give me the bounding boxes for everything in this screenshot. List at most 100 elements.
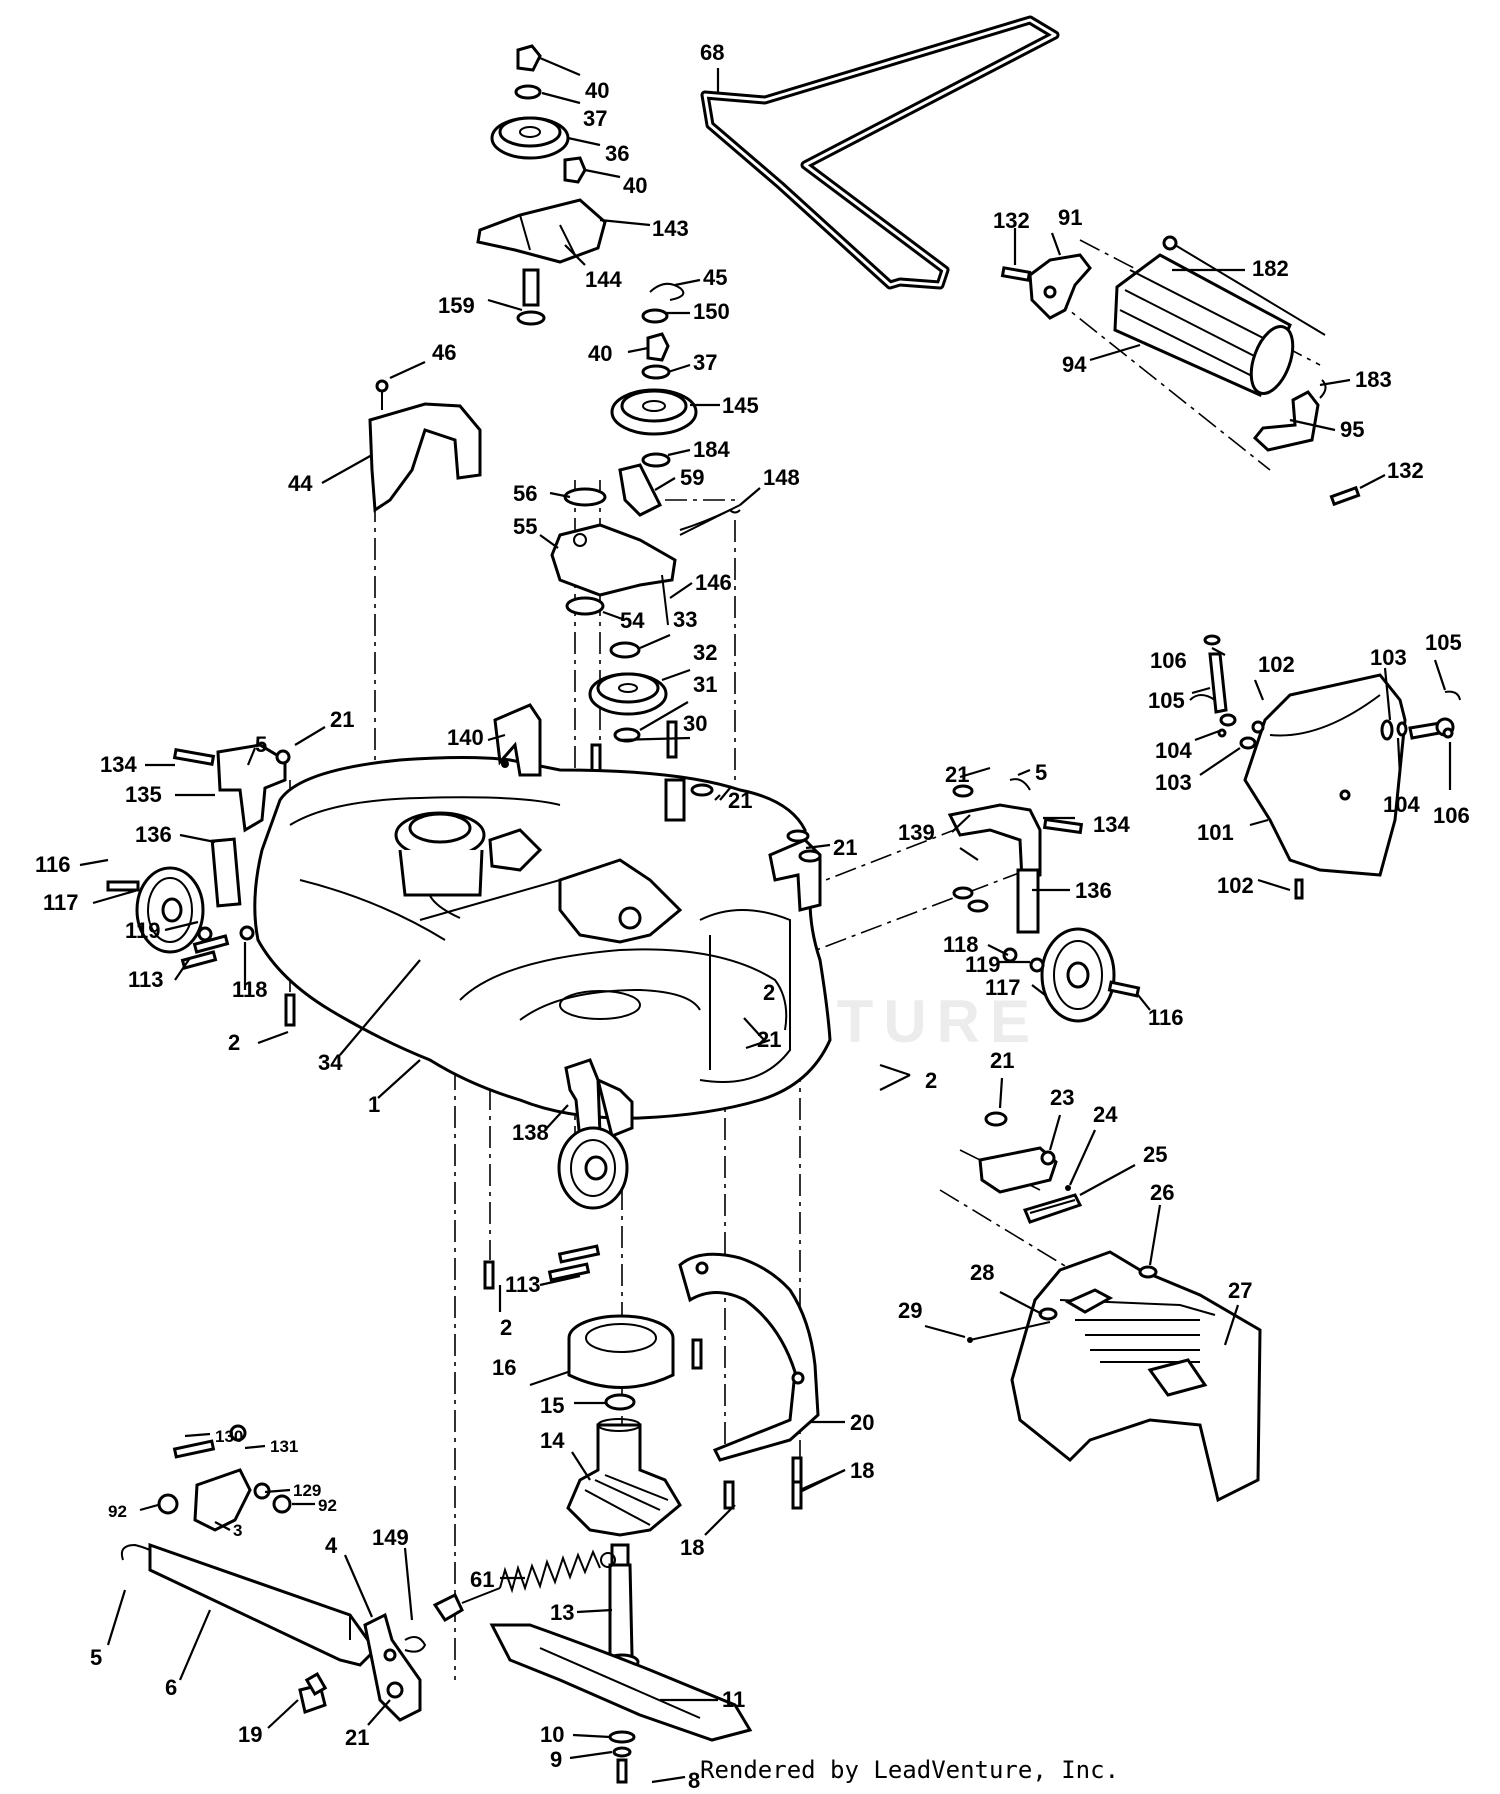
part-label-5-b: 5 [1035,760,1047,785]
part-label-20: 20 [850,1410,874,1435]
part-label-117-a: 117 [43,890,79,915]
part-label-32: 32 [693,640,717,665]
part-label-18-b: 18 [680,1535,704,1560]
discharge-chute [1010,1250,1262,1503]
part-label-14: 14 [540,1428,565,1453]
part-label-104-a: 104 [1155,738,1192,763]
part-label-136-a: 136 [135,822,172,847]
part-label-159: 159 [438,293,475,318]
part-label-4: 4 [325,1533,338,1558]
part-label-28: 28 [970,1260,994,1285]
idler-pulley-assembly [476,44,607,326]
part-label-143: 143 [652,216,689,241]
part-label-132-a: 132 [993,208,1030,233]
part-label-21-e: 21 [757,1027,781,1052]
tension-idler-assembly [610,282,698,468]
part-label-45: 45 [703,265,727,290]
part-label-44: 44 [288,471,313,496]
part-label-129: 129 [293,1481,321,1500]
part-label-31: 31 [693,672,717,697]
belt-cover [368,379,482,513]
part-label-27: 27 [1228,1278,1252,1303]
part-label-149: 149 [372,1525,409,1550]
part-label-2-d: 2 [500,1315,512,1340]
part-label-3: 3 [233,1521,242,1540]
part-label-146: 146 [695,570,732,595]
part-label-5-c: 5 [90,1645,102,1670]
part-label-103-b: 103 [1155,770,1192,795]
part-label-61: 61 [470,1567,494,1592]
part-label-150: 150 [693,299,730,324]
part-label-21-g: 21 [345,1725,369,1750]
front-wheel-assembly [483,1058,634,1290]
blade-spindle-assembly [489,1314,753,1784]
deck-side-bracket [664,778,822,912]
part-label-135: 135 [125,782,162,807]
part-label-130: 130 [215,1427,243,1446]
part-label-134-b: 134 [1093,812,1130,837]
part-label-36: 36 [605,141,629,166]
leader-lines [79,56,1452,1784]
part-label-94: 94 [1062,352,1087,377]
part-label-118-b: 118 [943,932,979,957]
part-label-92-a: 92 [108,1502,127,1521]
part-label-132-b: 132 [1387,458,1424,483]
part-label-118-a: 118 [232,977,268,1002]
part-label-182: 182 [1252,256,1289,281]
part-label-23: 23 [1050,1085,1074,1110]
part-label-134-a: 134 [100,752,137,777]
part-label-136-b: 136 [1075,878,1112,903]
part-label-116-b: 116 [1148,1005,1184,1030]
part-label-33: 33 [673,607,697,632]
part-label-119-a: 119 [125,918,161,943]
part-label-16: 16 [492,1355,516,1380]
part-label-18-a: 18 [850,1458,874,1483]
part-label-8: 8 [688,1768,700,1793]
part-label-55: 55 [513,514,537,539]
part-label-102-b: 102 [1217,873,1254,898]
part-label-104-b: 104 [1383,792,1420,817]
part-label-116-a: 116 [35,852,71,877]
part-label-21-c: 21 [833,835,857,860]
part-label-113-a: 113 [128,967,164,992]
part-label-148: 148 [763,465,800,490]
part-label-138: 138 [512,1120,549,1145]
part-label-95: 95 [1340,417,1364,442]
deck-baffle [678,1252,820,1510]
lift-link-assembly [120,1424,427,1722]
part-label-91: 91 [1058,205,1082,230]
belt-guide-bracket [493,703,542,777]
part-label-2-a: 2 [228,1030,240,1055]
part-label-140: 140 [447,725,484,750]
part-label-131: 131 [270,1437,298,1456]
part-label-5-a: 5 [255,732,267,757]
part-label-13: 13 [550,1600,574,1625]
part-label-21-b: 21 [728,788,752,813]
part-label-21-d: 21 [945,762,969,787]
drive-belt [700,15,1060,290]
part-label-9: 9 [550,1747,562,1772]
part-label-21-a: 21 [330,707,354,732]
part-label-68: 68 [700,40,724,65]
part-label-1: 1 [368,1092,380,1117]
part-label-117-b: 117 [985,975,1021,1000]
drive-pulley [588,641,678,777]
part-label-34: 34 [318,1050,343,1075]
part-label-40-b: 40 [623,173,647,198]
part-label-183: 183 [1355,367,1392,392]
part-label-37-b: 37 [693,350,717,375]
part-label-119-b: 119 [965,952,1001,977]
part-label-105-b: 105 [1425,630,1462,655]
part-label-145: 145 [722,393,759,418]
part-label-59: 59 [680,465,704,490]
part-label-56: 56 [513,481,537,506]
left-gauge-wheel-assembly [106,743,296,1027]
part-label-2-b: 2 [763,980,775,1005]
lift-spring [432,1549,616,1623]
part-label-184: 184 [693,437,730,462]
part-label-106-a: 106 [1150,648,1187,673]
part-label-54: 54 [620,608,645,633]
part-label-19: 19 [238,1722,262,1747]
part-label-29: 29 [898,1298,922,1323]
